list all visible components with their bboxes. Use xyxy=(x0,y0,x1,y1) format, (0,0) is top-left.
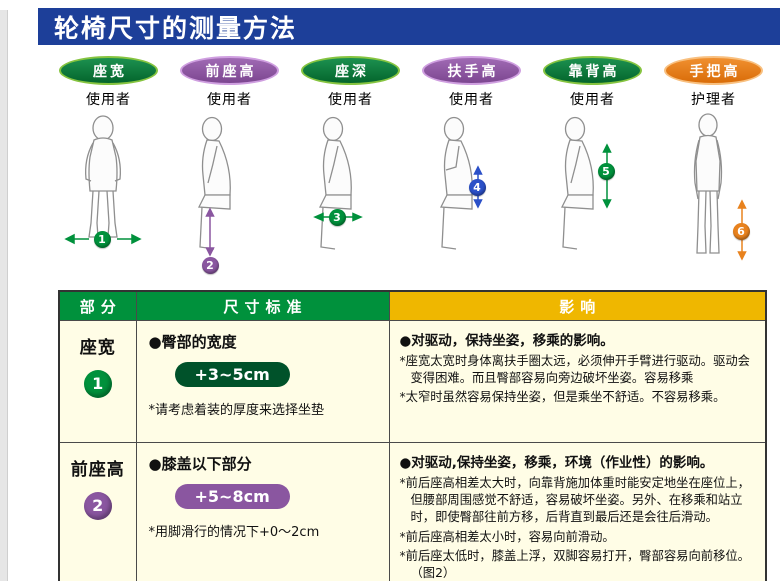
caregiver-label: 护理者 xyxy=(691,92,736,108)
standard-cell-front-seat-height: ●膝盖以下部分 +5~8cm *用脚滑行的情况下+0～2cm xyxy=(135,442,390,581)
measure-number-5: 5 xyxy=(597,163,615,180)
size-standard-table: 部分 尺寸标准 影响 座宽 1 ●臀部的宽度 +3~5cm *请考虑着装的厚度来… xyxy=(58,290,767,581)
part-label-seat-width: 座宽 xyxy=(79,338,116,358)
table-row-front-seat-height: 前座高 2 ●膝盖以下部分 +5~8cm *用脚滑行的情况下+0～2cm ●对驱… xyxy=(58,442,767,581)
table-row-seat-width: 座宽 1 ●臀部的宽度 +3~5cm *请考虑着装的厚度来选择坐垫 ●对驱动，保… xyxy=(58,320,767,443)
standard-title: ●膝盖以下部分 xyxy=(148,455,252,473)
user-label-2: 使用者 xyxy=(207,92,252,108)
armrest-height-badge: 扶手高 xyxy=(422,56,521,85)
measure-number-1: 1 xyxy=(93,231,111,248)
user-label-3: 使用者 xyxy=(328,92,373,108)
figure-seat-depth: 座深 使用者 3 xyxy=(290,56,411,288)
figure-front-seat-height: 前座高 使用者 2 xyxy=(169,56,290,288)
standard-cell-seat-width: ●臀部的宽度 +3~5cm *请考虑着装的厚度来选择坐垫 xyxy=(135,320,390,443)
person-outline xyxy=(197,116,231,250)
person-front-seated-figure xyxy=(63,115,142,245)
impact-note: *前后座高相差太小时，容易向前滑动。 xyxy=(399,529,615,544)
seat-depth-arrow xyxy=(312,212,363,222)
person-area-5: 5 xyxy=(537,111,649,289)
standard-note: *用脚滑行的情况下+0～2cm xyxy=(148,525,320,540)
person-area-1: 1 xyxy=(53,111,165,289)
user-label-4: 使用者 xyxy=(449,92,494,108)
page-title: 轮椅尺寸的测量方法 xyxy=(54,13,298,43)
person-outline xyxy=(84,115,121,238)
person-side-seated-figure xyxy=(312,116,363,250)
figure-armrest-height: 扶手高 使用者 4 xyxy=(411,56,532,288)
part-cell-seat-width: 座宽 1 xyxy=(58,320,137,443)
seat-width-arrow xyxy=(63,233,142,245)
impact-note: *座宽太宽时身体离扶手圈太远，必须伸开手臂进行驱动。驱动会变得困难。而且臀部容易… xyxy=(399,354,750,386)
figure-handle-height: 手把高 护理者 xyxy=(653,56,774,288)
impact-note: *前后座高相差太大时，向靠背施加体重时能安定地坐在座位上，但腰部周围感觉不舒适，… xyxy=(399,476,750,525)
header-part: 部分 xyxy=(58,290,137,321)
impact-title: ●对驱动,保持坐姿，移乘，环境（作业性）的影响。 xyxy=(399,455,714,471)
standard-note: *请考虑着装的厚度来选择坐垫 xyxy=(148,403,325,418)
person-side-seated-figure xyxy=(560,116,612,250)
measure-number-2: 2 xyxy=(201,257,219,274)
person-area-4: 4 xyxy=(416,111,528,289)
user-label-1: 使用者 xyxy=(86,92,131,108)
measure-number-6: 6 xyxy=(732,223,750,240)
standard-title: ●臀部的宽度 xyxy=(148,333,237,351)
table-header-row: 部分 尺寸标准 影响 xyxy=(58,290,767,321)
person-side-seated-figure xyxy=(197,116,231,257)
person-outline xyxy=(318,116,352,250)
part-cell-front-seat-height: 前座高 2 xyxy=(58,442,137,581)
person-outline xyxy=(439,116,473,250)
front-seat-height-arrow xyxy=(204,207,215,257)
figure-seat-width: 座宽 使用者 xyxy=(48,56,169,288)
person-area-6: 6 xyxy=(658,111,770,289)
impact-note: *太窄时虽然容易保持坐姿，但是乘坐不舒适。不容易移乘。 xyxy=(399,390,726,405)
seat-depth-badge: 座深 xyxy=(301,56,400,85)
person-area-2: 2 xyxy=(174,111,286,289)
person-side-seated-figure xyxy=(439,116,483,250)
measure-number-4: 4 xyxy=(468,179,486,196)
person-outline xyxy=(560,116,594,250)
impact-cell-seat-width: ●对驱动，保持坐姿，移乘的影响。 *座宽太宽时身体离扶手圈太远，必须伸开手臂进行… xyxy=(388,320,767,443)
user-label-5: 使用者 xyxy=(570,92,615,108)
person-standing-figure xyxy=(693,113,747,261)
backrest-height-badge: 靠背高 xyxy=(543,56,642,85)
header-size-standard: 尺寸标准 xyxy=(135,290,390,321)
title-bar: 轮椅尺寸的测量方法 xyxy=(38,8,780,45)
figure-backrest-height: 靠背高 使用者 5 xyxy=(532,56,653,288)
standard-value-pill: +5~8cm xyxy=(174,484,290,509)
person-outline xyxy=(693,113,722,254)
figures-row: 座宽 使用者 xyxy=(48,56,774,288)
header-impact: 影响 xyxy=(388,290,767,321)
person-area-3: 3 xyxy=(295,111,407,289)
handle-height-badge: 手把高 xyxy=(664,56,763,85)
measure-number-3: 3 xyxy=(328,209,346,226)
standard-value-pill: +3~5cm xyxy=(174,362,290,387)
impact-cell-front-seat-height: ●对驱动,保持坐姿，移乘，环境（作业性）的影响。 *前后座高相差太大时，向靠背施… xyxy=(388,442,767,581)
front-seat-height-badge: 前座高 xyxy=(180,56,279,85)
impact-note: *前后座太低时，膝盖上浮，双脚容易打开，臀部容易向前移位。 （图2） xyxy=(399,548,750,581)
left-edge-strip xyxy=(0,10,8,581)
impact-title: ●对驱动，保持坐姿，移乘的影响。 xyxy=(399,333,614,349)
part-number-2: 2 xyxy=(83,492,112,520)
seat-width-badge: 座宽 xyxy=(59,56,158,85)
part-number-1: 1 xyxy=(83,370,112,398)
part-label-front-seat-height: 前座高 xyxy=(70,460,125,480)
handle-height-arrow xyxy=(736,199,747,261)
